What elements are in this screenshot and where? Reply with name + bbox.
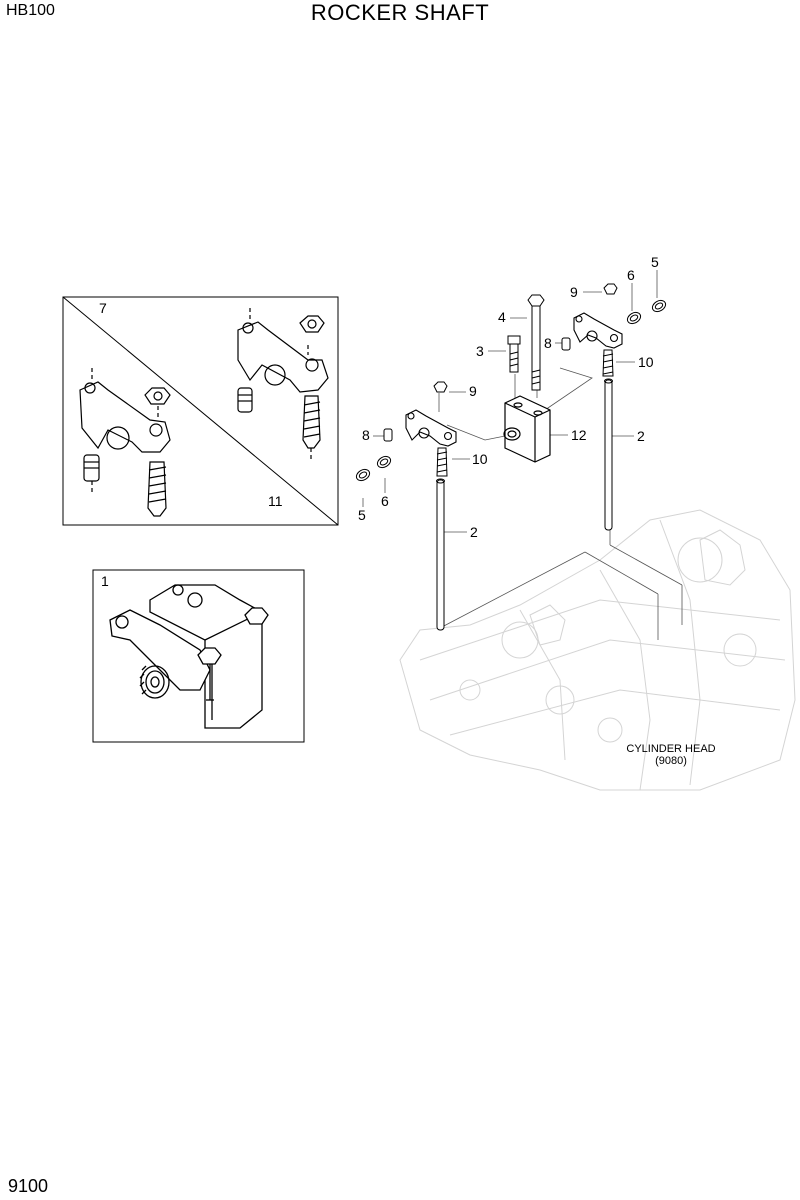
rocker-bracket-12 (503, 395, 551, 463)
callout-4: 4 (498, 309, 506, 325)
screw-8-left (383, 428, 393, 442)
reference-name: CYLINDER HEAD (626, 743, 715, 755)
stud-3 (507, 335, 521, 373)
washer-5-left (355, 468, 371, 482)
nut-9-right (603, 283, 618, 295)
callout-3: 3 (476, 343, 484, 359)
callout-6-right: 6 (627, 267, 635, 283)
rocker-arm-7 (237, 308, 329, 462)
callout-12: 12 (571, 427, 587, 443)
spring-10-left (436, 447, 448, 477)
callout-6-left: 6 (381, 493, 389, 509)
rocker-arm-right (573, 312, 623, 349)
page-number: 9100 (8, 1176, 49, 1196)
rocker-arm-left (405, 409, 457, 447)
callout-labels: 7 11 1 5 6 9 4 8 3 10 9 8 12 2 10 6 5 2 … (99, 254, 716, 767)
callout-2-left: 2 (470, 524, 478, 540)
callout-9-left: 9 (469, 383, 477, 399)
callout-11: 11 (268, 493, 283, 509)
callout-1: 1 (101, 573, 109, 589)
washer-6-left (376, 455, 392, 469)
callout-8-right: 8 (544, 335, 552, 351)
washer-5-right (651, 299, 667, 313)
bolt-4 (527, 294, 545, 391)
callout-8-left: 8 (362, 427, 370, 443)
callout-2-right: 2 (637, 428, 645, 444)
exploded-parts (355, 270, 683, 640)
model-label: HB100 (6, 2, 55, 19)
callout-10-right: 10 (638, 354, 654, 370)
page-title: ROCKER SHAFT (310, 0, 490, 25)
spring-10-right (602, 349, 614, 377)
callout-5-right: 5 (651, 254, 659, 270)
push-rod-right (604, 378, 613, 531)
callout-5-left: 5 (358, 507, 366, 523)
screw-8-right (561, 337, 571, 351)
callout-9-right: 9 (570, 284, 578, 300)
reference-code: (9080) (655, 755, 687, 767)
washer-6-right (626, 311, 642, 325)
rocker-arm-box (62, 296, 339, 526)
assembly-box (92, 569, 305, 743)
rocker-assembly-1 (109, 584, 269, 729)
push-rod-left (436, 478, 445, 631)
cylinder-head-ghost (399, 509, 796, 791)
rocker-arm-11 (79, 368, 171, 517)
nut-9-left (433, 381, 448, 393)
callout-7: 7 (99, 300, 107, 316)
callout-10-left: 10 (472, 451, 488, 467)
